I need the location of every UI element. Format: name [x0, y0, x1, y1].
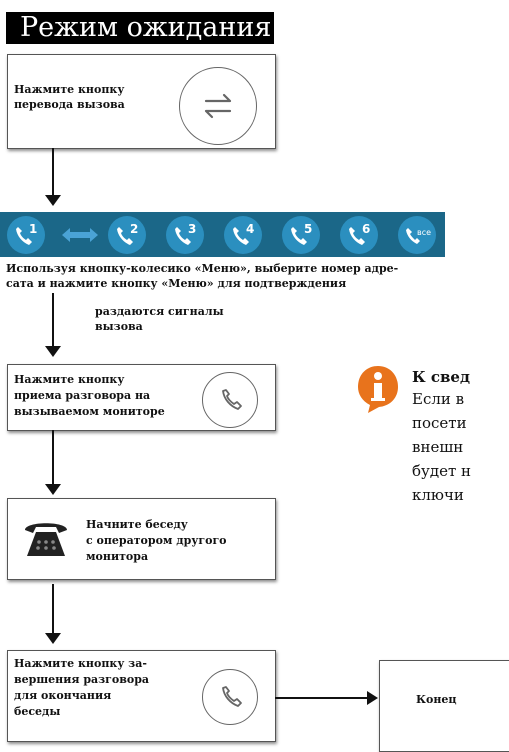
step-transfer-text-1: Нажмите кнопку — [14, 83, 125, 96]
key-4-label: 4 — [246, 222, 255, 236]
key-2-button[interactable]: 2 — [108, 216, 146, 254]
page-title: Режим ожидания — [6, 12, 274, 44]
key-5-button[interactable]: 5 — [282, 216, 320, 254]
key-3-label: 3 — [188, 222, 197, 236]
flow-line-3 — [52, 430, 54, 485]
end-label: Конец — [416, 693, 457, 706]
flow-arrow-1 — [45, 195, 61, 206]
step-end-call-text-3: для окончания — [14, 689, 112, 702]
handset-icon — [175, 227, 191, 245]
flow-line-1 — [52, 148, 54, 196]
flow-arrow-3 — [45, 484, 61, 495]
step-end-call-box: Нажмите кнопку за- вершения разговора дл… — [7, 650, 276, 742]
ring-note-2: вызова — [95, 320, 143, 333]
flow-arrow-4 — [45, 633, 61, 644]
handset-icon — [291, 227, 307, 245]
step-talk-text-1: Начните беседу — [86, 518, 188, 531]
info-line-4: будет н — [412, 462, 472, 480]
transfer-arrows-icon — [204, 93, 232, 119]
info-line-2: посети — [412, 414, 467, 432]
key-6-button[interactable]: 6 — [340, 216, 378, 254]
flow-line-4 — [52, 584, 54, 634]
step-accept-text-3: вызываемом мониторе — [14, 405, 165, 418]
flow-arrow-5 — [367, 691, 378, 705]
key-3-button[interactable]: 3 — [166, 216, 204, 254]
handset-icon — [406, 228, 420, 244]
phone-icon — [222, 686, 242, 707]
info-heading: К свед — [412, 368, 470, 386]
flow-line-5 — [275, 697, 368, 699]
step-end-call-text-4: беседы — [14, 705, 61, 718]
info-line-5: ключи — [412, 486, 464, 504]
handset-icon — [16, 227, 32, 245]
key-1-button[interactable]: 1 — [7, 216, 45, 254]
key-5-label: 5 — [304, 222, 313, 236]
step-accept-box: Нажмите кнопку приема разговора на вызыв… — [7, 364, 276, 431]
step-end-call-text-1: Нажмите кнопку за- — [14, 657, 147, 670]
flow-line-2 — [52, 293, 54, 347]
key-1-label: 1 — [29, 222, 38, 236]
step-end-call-text-2: вершения разговора — [14, 673, 150, 686]
info-line-1: Если в — [412, 390, 465, 408]
key-all-label: все — [417, 228, 432, 237]
end-call-button[interactable] — [202, 669, 258, 725]
key-6-label: 6 — [362, 222, 371, 236]
key-4-button[interactable]: 4 — [224, 216, 262, 254]
handset-icon — [233, 227, 249, 245]
info-line-3: внешн — [412, 438, 464, 456]
ring-note-1: раздаются сигналы — [95, 305, 224, 318]
step-transfer-box: Нажмите кнопку перевода вызова — [7, 54, 276, 149]
info-icon — [358, 366, 398, 413]
handset-icon — [117, 227, 133, 245]
transfer-button[interactable] — [179, 67, 257, 145]
step-talk-text-2: с оператором другого — [86, 534, 227, 547]
instruction-line-2: сата и нажмите кнопку «Меню» для подтвер… — [6, 277, 347, 290]
end-box: Конец — [379, 660, 509, 752]
key-2-label: 2 — [130, 222, 139, 236]
flow-arrow-2 — [45, 346, 61, 357]
phone-icon — [222, 389, 242, 410]
key-all-button[interactable]: все — [398, 216, 436, 254]
step-talk-box: Начните беседу с оператором другого мони… — [7, 498, 276, 580]
double-arrow-icon — [62, 228, 98, 242]
step-accept-text-2: приема разговора на — [14, 389, 151, 402]
instruction-line-1: Используя кнопку-колесико «Меню», выбери… — [6, 262, 399, 275]
step-accept-text-1: Нажмите кнопку — [14, 373, 125, 386]
desk-telephone-icon — [25, 523, 67, 556]
handset-icon — [349, 227, 365, 245]
step-talk-text-3: монитора — [86, 550, 149, 563]
step-transfer-text-2: перевода вызова — [14, 98, 125, 111]
accept-call-button[interactable] — [202, 372, 258, 428]
